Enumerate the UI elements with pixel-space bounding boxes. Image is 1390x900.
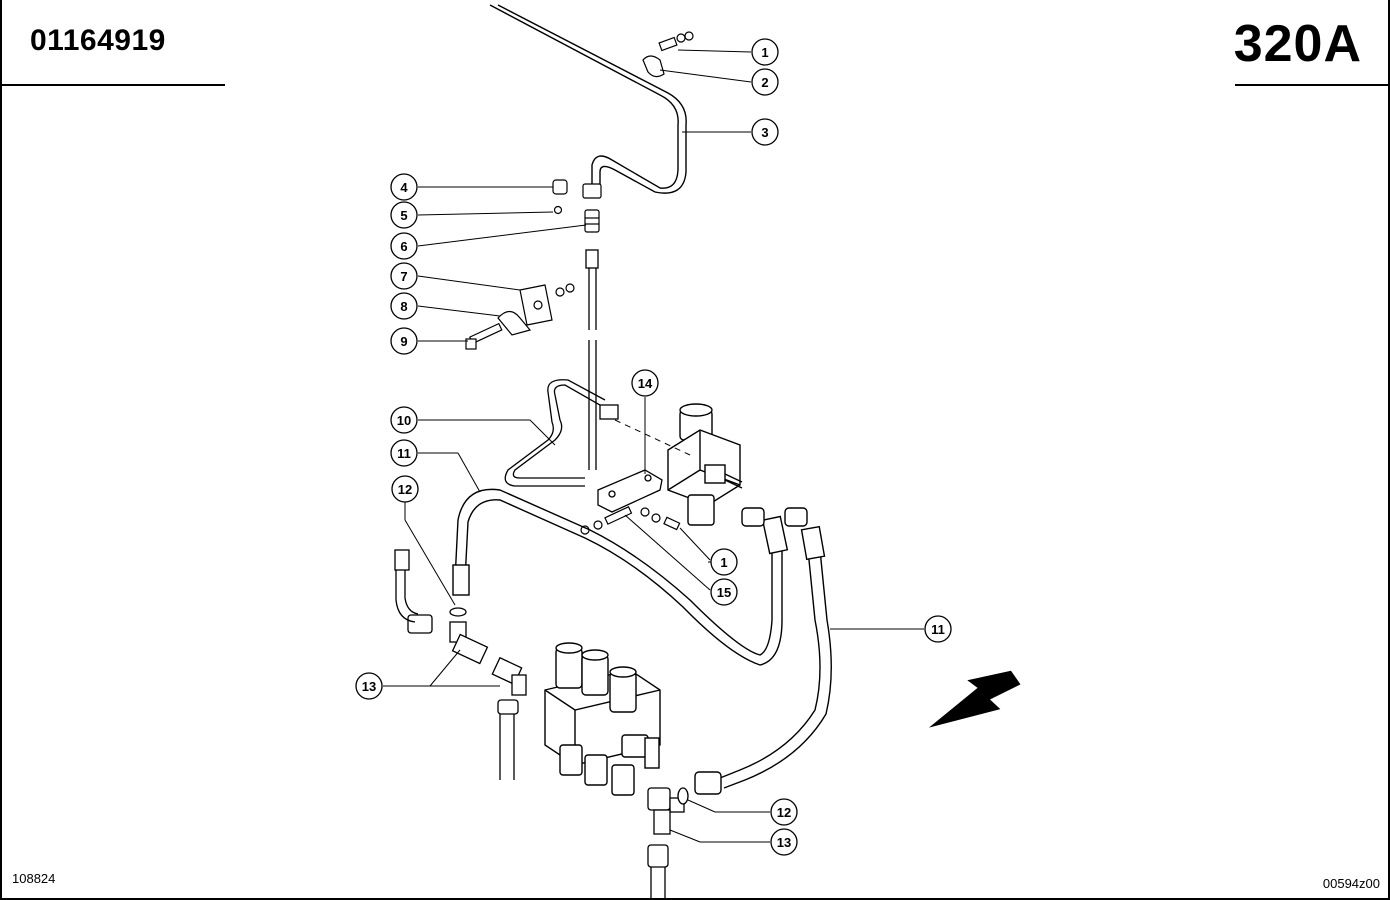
svg-text:12: 12 bbox=[777, 805, 791, 820]
svg-text:12: 12 bbox=[398, 482, 412, 497]
callout-12-left: 12 bbox=[391, 475, 419, 503]
svg-text:8: 8 bbox=[400, 299, 407, 314]
hose-11-right bbox=[694, 507, 832, 795]
valve-block bbox=[667, 403, 743, 526]
callout-bubbles: 1 2 3 4 5 6 7 8 bbox=[355, 38, 952, 856]
assembly-centerline bbox=[614, 419, 691, 456]
rigid-pipe-3 bbox=[489, 4, 687, 194]
callout-13-right: 13 bbox=[770, 828, 798, 856]
svg-text:11: 11 bbox=[397, 446, 411, 461]
rigid-pipe-10 bbox=[504, 379, 619, 487]
svg-text:2: 2 bbox=[761, 75, 768, 90]
svg-text:13: 13 bbox=[777, 835, 791, 850]
top-bolt-assembly bbox=[642, 31, 694, 78]
part-number: 01164919 bbox=[30, 24, 166, 57]
callout-7: 7 bbox=[390, 262, 418, 290]
svg-text:11: 11 bbox=[931, 622, 945, 637]
callout-1-middle: 1 bbox=[710, 548, 738, 576]
callout-8: 8 bbox=[390, 292, 418, 320]
callout-6: 6 bbox=[390, 232, 418, 260]
vertical-tube bbox=[585, 249, 599, 470]
section-code: 320A bbox=[1233, 15, 1362, 73]
direction-arrow bbox=[928, 670, 1021, 728]
left-tee-fittings bbox=[394, 549, 527, 780]
leader-lines bbox=[383, 49, 924, 843]
control-valve-bank bbox=[544, 642, 661, 796]
svg-text:15: 15 bbox=[717, 585, 731, 600]
callout-11-left: 11 bbox=[390, 439, 418, 467]
callout-11-right: 11 bbox=[924, 615, 952, 643]
svg-text:6: 6 bbox=[400, 239, 407, 254]
nut-union-fittings bbox=[552, 179, 602, 233]
hose-11-left bbox=[452, 488, 789, 666]
svg-text:5: 5 bbox=[400, 208, 407, 223]
bottom-tee-fittings bbox=[647, 787, 689, 900]
svg-text:1: 1 bbox=[761, 45, 768, 60]
callout-5: 5 bbox=[390, 201, 418, 229]
svg-text:3: 3 bbox=[761, 125, 768, 140]
svg-text:13: 13 bbox=[362, 679, 376, 694]
callout-14: 14 bbox=[631, 369, 659, 397]
svg-text:1: 1 bbox=[720, 555, 727, 570]
svg-text:9: 9 bbox=[400, 334, 407, 349]
footer-left-code: 108824 bbox=[12, 871, 56, 886]
callout-2: 2 bbox=[751, 68, 779, 96]
callout-9: 9 bbox=[390, 327, 418, 355]
callout-15: 15 bbox=[710, 578, 738, 606]
svg-text:10: 10 bbox=[397, 413, 411, 428]
footer-right-code: 00594z00 bbox=[1322, 876, 1380, 891]
clamp-assembly bbox=[465, 283, 575, 350]
callout-1-top: 1 bbox=[751, 38, 779, 66]
callout-12-right: 12 bbox=[770, 798, 798, 826]
callout-4: 4 bbox=[390, 173, 418, 201]
callout-10: 10 bbox=[390, 406, 418, 434]
svg-text:7: 7 bbox=[400, 269, 407, 284]
callout-3: 3 bbox=[751, 118, 779, 146]
bolt-hardware bbox=[580, 505, 681, 535]
svg-text:14: 14 bbox=[638, 376, 653, 391]
callout-13-left: 13 bbox=[355, 672, 383, 700]
mounting-bracket bbox=[597, 469, 663, 513]
svg-text:4: 4 bbox=[400, 180, 408, 195]
